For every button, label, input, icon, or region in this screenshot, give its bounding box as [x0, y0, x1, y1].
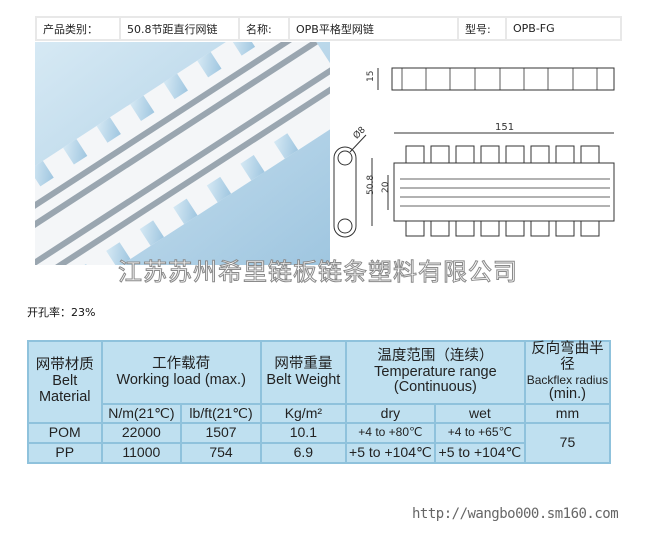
cell-weight: 10.1: [259, 422, 347, 444]
unit-load-nm: N/m(21℃): [100, 403, 183, 424]
model-value: OPB-FG: [505, 16, 622, 41]
unit-load-lbft: lb/ft(21℃): [180, 403, 262, 424]
cell-material: POM: [27, 422, 103, 444]
model-label: 型号:: [457, 16, 507, 41]
cell-wet: +5 to +104℃: [433, 442, 526, 464]
name-label: 名称:: [238, 16, 290, 41]
cell-load-nm: 22000: [100, 422, 183, 444]
header-text: (min.): [548, 386, 586, 403]
height-dim: 15: [366, 71, 376, 82]
belt-photo: [35, 42, 330, 265]
header-text: (Continuous): [393, 379, 477, 396]
category-label: 产品类别：: [35, 16, 121, 41]
technical-drawing: 15 151 Ø8 50.8 20: [333, 67, 615, 238]
header-text: 工作载荷: [152, 355, 211, 372]
pitch-dim: 50.8: [366, 175, 376, 195]
site-url: http://wangbo000.sm160.com: [412, 506, 619, 522]
header-text: 网带重量: [274, 355, 333, 372]
unit-dry: dry: [344, 403, 436, 424]
table-row: POM 22000 1507 10.1 +4 to +80℃ +4 to +65…: [27, 422, 612, 464]
cell-dry: +4 to +80℃: [344, 422, 436, 444]
header-text: Working load (max.): [116, 371, 246, 388]
cell-dry: +5 to +104℃: [344, 442, 436, 464]
cell-backflex: 75: [523, 422, 612, 464]
inner-dim: 20: [381, 181, 391, 193]
category-value: 50.8节距直行网链: [119, 16, 240, 41]
unit-wet: wet: [433, 403, 526, 424]
header-text: Material: [38, 388, 91, 405]
table-row: PP 11000 754 6.9 +5 to +104℃ +5 to +104℃: [27, 442, 610, 464]
header-text: 网带材质: [35, 357, 94, 374]
pin-dim: Ø8: [351, 124, 368, 141]
cell-weight: 6.9: [259, 442, 347, 464]
header-text: 反向弯曲半径: [531, 341, 604, 373]
company-watermark: 江苏苏州希里链板链条塑料有限公司: [118, 258, 518, 287]
open-area-rate: 开孔率：23%: [27, 306, 96, 319]
header-text: Belt: [52, 373, 78, 390]
unit-backflex: mm: [523, 403, 612, 424]
unit-weight: Kg/m²: [259, 403, 347, 424]
product-info-table: 产品类别： 50.8节距直行网链 名称: OPB平格型网链 型号: OPB-FG: [35, 16, 622, 41]
cell-wet: +4 to +65℃: [433, 422, 526, 444]
cell-load-lbft: 1507: [180, 422, 262, 444]
header-text: Temperature range: [374, 363, 497, 380]
header-temp: 温度范围（连续）Temperature range(Continuous): [344, 340, 526, 405]
header-text: Belt Weight: [266, 371, 341, 388]
cell-load-nm: 11000: [100, 442, 183, 464]
header-text: 温度范围（连续）: [377, 347, 494, 364]
name-value: OPB平格型网链: [288, 16, 459, 41]
width-dim: 151: [495, 122, 514, 133]
cell-material: PP: [27, 442, 103, 464]
header-text: Backflex radius: [526, 372, 609, 387]
cell-load-lbft: 754: [180, 442, 262, 464]
